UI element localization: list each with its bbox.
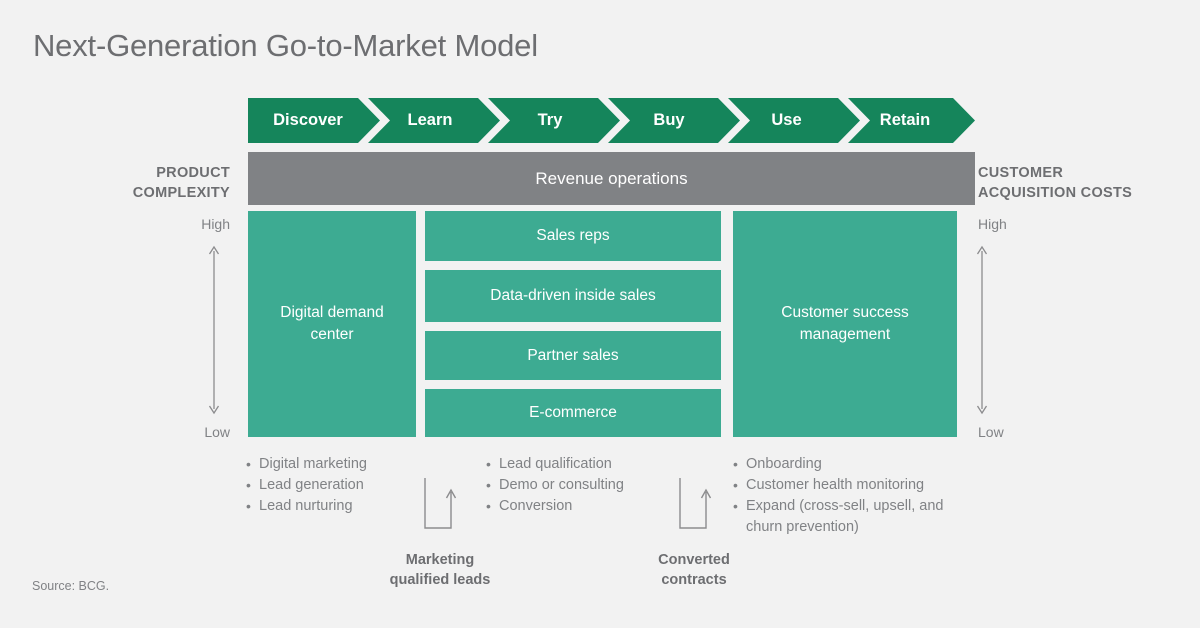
axis-left-caption: PRODUCT COMPLEXITY <box>30 163 230 203</box>
list-item: Lead qualification <box>486 454 706 475</box>
callout-label-cc-line2: contracts <box>661 572 727 588</box>
stage-label-use[interactable]: Use <box>771 111 802 129</box>
stage-label-buy[interactable]: Buy <box>653 111 685 129</box>
axis-right-high-label: High <box>978 216 1007 232</box>
callout-label-mql-line1: Marketing <box>405 552 475 568</box>
box-ecommerce-label: E-commerce <box>529 404 617 421</box>
list-item: Lead generation <box>246 475 446 496</box>
box-digital-demand-center-line2: center <box>310 326 354 343</box>
stage-chevron-shapes <box>248 98 975 143</box>
chevron-shape-5 <box>728 98 860 143</box>
axis-right-caption: CUSTOMER ACQUISITION COSTS <box>978 163 1188 203</box>
box-customer-success-line2: management <box>799 326 891 343</box>
list-item: Demo or consulting <box>486 475 706 496</box>
activity-list-demand: Digital marketing Lead generation Lead n… <box>246 454 446 517</box>
box-customer-success-management[interactable]: Customer success management <box>733 211 957 437</box>
list-item: Expand (cross-sell, upsell, and churn pr… <box>733 496 983 537</box>
box-ecommerce[interactable]: E-commerce <box>425 389 721 437</box>
chevron-shape-3 <box>488 98 620 143</box>
chevron-shape-2 <box>368 98 500 143</box>
axis-right-caption-line1: CUSTOMER <box>978 165 1064 181</box>
source-note: Source: BCG. <box>32 579 110 593</box>
elbow-arrow-icon <box>424 478 457 529</box>
callout-label-converted-contracts: Converted contracts <box>614 550 774 590</box>
callout-label-marketing-qualified-leads: Marketing qualified leads <box>360 550 520 590</box>
box-customer-success-management-label: Customer success management <box>781 302 908 346</box>
stage-label-discover[interactable]: Discover <box>273 111 343 129</box>
box-customer-success-line1: Customer success <box>781 304 909 321</box>
stage-chevron-band <box>248 98 975 143</box>
page-title: Next-Generation Go-to-Market Model <box>33 28 538 63</box>
list-item: Customer health monitoring <box>733 475 983 496</box>
stage-label-try[interactable]: Try <box>537 111 563 129</box>
revenue-operations-label: Revenue operations <box>535 168 688 188</box>
axis-left-low-label: Low <box>204 424 230 440</box>
list-item: Digital marketing <box>246 454 446 475</box>
box-partner-sales-label: Partner sales <box>527 346 619 364</box>
callout-elbow-arrow-converted-contracts <box>675 478 720 533</box>
activity-list-success: Onboarding Customer health monitoring Ex… <box>733 454 983 538</box>
callout-elbow-arrow-marketing-qualified-leads <box>420 478 465 533</box>
axis-right-low-label: Low <box>978 424 1004 440</box>
elbow-arrow-icon <box>679 478 712 529</box>
box-data-driven-inside-sales-label: Data-driven inside sales <box>490 287 656 304</box>
box-data-driven-inside-sales[interactable]: Data-driven inside sales <box>425 270 721 322</box>
box-digital-demand-center-line1: Digital demand <box>280 304 384 321</box>
box-digital-demand-center[interactable]: Digital demand center <box>248 211 416 437</box>
axis-right-caption-line2: ACQUISITION COSTS <box>978 185 1133 201</box>
chevron-shape-6 <box>848 98 975 143</box>
axis-left-double-arrow <box>207 245 221 415</box>
double-arrow-icon <box>976 245 988 415</box>
box-sales-reps[interactable]: Sales reps <box>425 211 721 261</box>
axis-left-caption-line2: COMPLEXITY <box>132 185 230 201</box>
chevron-shape-4 <box>608 98 740 143</box>
list-item: Conversion <box>486 496 706 517</box>
callout-label-mql-line2: qualified leads <box>389 572 491 588</box>
list-item: Lead nurturing <box>246 496 446 517</box>
axis-left-high-label: High <box>201 216 230 232</box>
box-sales-reps-label: Sales reps <box>536 227 610 244</box>
stage-label-learn[interactable]: Learn <box>407 111 453 129</box>
double-arrow-icon <box>208 245 220 415</box>
callout-label-cc-line1: Converted <box>658 552 730 568</box>
axis-right-double-arrow <box>975 245 989 415</box>
activity-list-sales: Lead qualification Demo or consulting Co… <box>486 454 706 517</box>
chevron-shape-1 <box>248 98 380 143</box>
stage-label-retain[interactable]: Retain <box>879 111 931 129</box>
revenue-operations-bar: Revenue operations <box>248 152 975 205</box>
box-digital-demand-center-label: Digital demand center <box>280 302 383 346</box>
box-partner-sales[interactable]: Partner sales <box>425 331 721 380</box>
axis-left-caption-line1: PRODUCT <box>156 165 230 181</box>
list-item: Onboarding <box>733 454 983 475</box>
